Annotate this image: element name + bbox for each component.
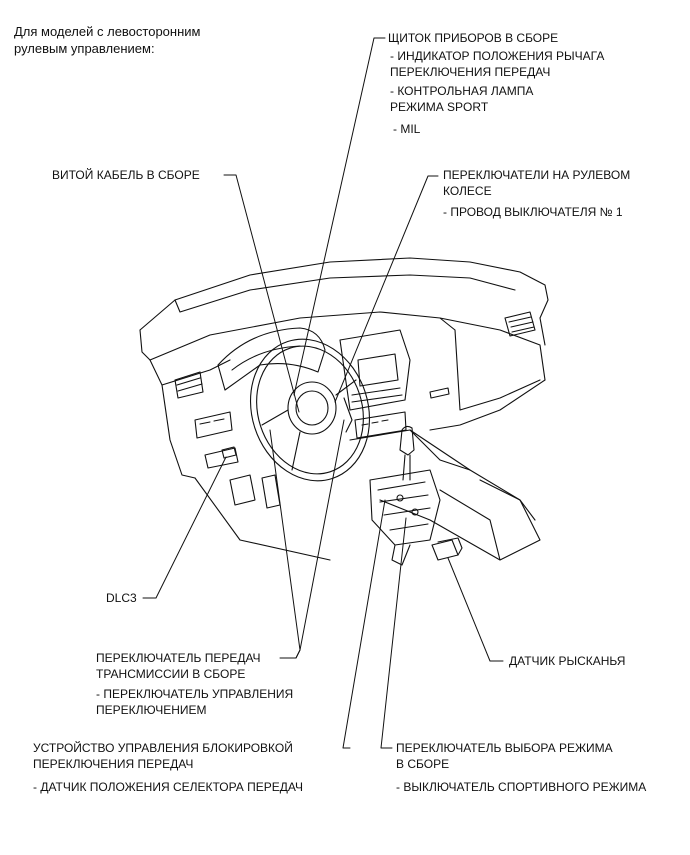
label-shift-lock-title-1: УСТРОЙСТВО УПРАВЛЕНИЯ БЛОКИРОВКОЙ [33, 741, 293, 755]
label-cluster-sub1a: - ИНДИКАТОР ПОЛОЖЕНИЯ РЫЧАГА [390, 49, 605, 63]
label-shift-lock-sub: - ДАТЧИК ПОЛОЖЕНИЯ СЕЛЕКТОРА ПЕРЕДАЧ [33, 780, 303, 794]
label-mode-switch-title-2: В СБОРЕ [396, 757, 450, 771]
label-yaw-sensor: ДАТЧИК РЫСКАНЬЯ [509, 654, 626, 668]
header-line-2: рулевым управлением: [14, 41, 155, 56]
steering-wheel [249, 338, 371, 482]
label-transmission-sub-1: - ПЕРЕКЛЮЧАТЕЛЬ УПРАВЛЕНИЯ [96, 687, 294, 701]
leader-lines [142, 37, 504, 749]
label-cluster-sub1b: ПЕРЕКЛЮЧЕНИЯ ПЕРЕДАЧ [390, 65, 551, 79]
label-cluster-sub3: - MIL [393, 122, 421, 136]
label-transmission-title-1: ПЕРЕКЛЮЧАТЕЛЬ ПЕРЕДАЧ [96, 651, 261, 665]
label-transmission-sub-2: ПЕРЕКЛЮЧЕНИЕМ [96, 703, 207, 717]
label-mode-switch-title-1: ПЕРЕКЛЮЧАТЕЛЬ ВЫБОРА РЕЖИМА [396, 741, 613, 755]
label-wheel-switches-sub: - ПРОВОД ВЫКЛЮЧАТЕЛЯ № 1 [443, 205, 623, 219]
label-spiral-cable: ВИТОЙ КАБЕЛЬ В СБОРЕ [52, 168, 200, 182]
label-cluster-title: ЩИТОК ПРИБОРОВ В СБОРЕ [388, 31, 559, 45]
label-cluster-sub2a: - КОНТРОЛЬНАЯ ЛАМПА [390, 84, 534, 98]
label-wheel-switches-2: КОЛЕСЕ [443, 184, 492, 198]
label-mode-switch-sub: - ВЫКЛЮЧАТЕЛЬ СПОРТИВНОГО РЕЖИМА [396, 780, 647, 794]
header-line-1: Для моделей с левосторонним [14, 24, 201, 39]
dashboard-outline [139, 257, 549, 561]
label-shift-lock-title-2: ПЕРЕКЛЮЧЕНИЯ ПЕРЕДАЧ [33, 757, 194, 771]
yaw-sensor [431, 537, 463, 561]
label-dlc3: DLC3 [106, 591, 137, 605]
dlc3-connector [221, 446, 237, 459]
label-wheel-switches-1: ПЕРЕКЛЮЧАТЕЛИ НА РУЛЕВОМ [443, 168, 631, 182]
label-transmission-title-2: ТРАНСМИССИИ В СБОРЕ [96, 667, 246, 681]
label-cluster-sub2b: РЕЖИМА SPORT [390, 100, 489, 114]
shift-selector-assembly [369, 425, 441, 566]
